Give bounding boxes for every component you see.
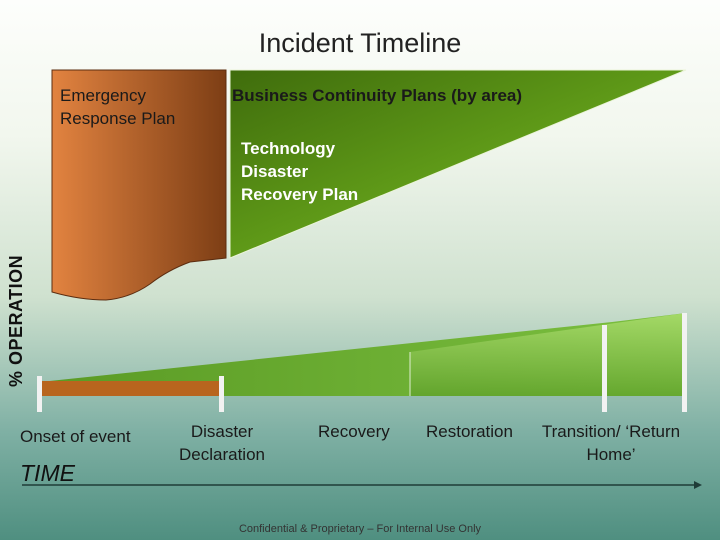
- page-title: Incident Timeline: [258, 28, 462, 58]
- footer-note: Confidential & Proprietary – For Interna…: [238, 523, 482, 535]
- business-continuity-shape: [229, 69, 687, 259]
- emergency-response-shape: [51, 69, 227, 301]
- transition-marker: [602, 325, 607, 412]
- y-axis-label: % OPERATION: [6, 254, 26, 387]
- end-marker: [682, 313, 687, 412]
- onset-marker: [37, 376, 42, 412]
- milestone-restoration: Restoration: [426, 422, 513, 441]
- milestone-transition: Transition/ ‘Return Home’: [541, 422, 681, 464]
- milestone-onset: Onset of event: [20, 427, 131, 446]
- business-plan-label: Business Continuity Plans (by area): [232, 86, 523, 105]
- milestone-declaration: Disaster Declaration: [179, 422, 265, 464]
- emergency-plan-label: Emergency Response Plan: [60, 86, 176, 128]
- milestone-recovery: Recovery: [318, 422, 390, 441]
- onset-bar: [40, 381, 220, 396]
- technology-plan-label: Technology Disaster Recovery Plan: [241, 139, 359, 204]
- declaration-marker: [219, 376, 224, 412]
- time-axis-arrow: [694, 481, 702, 489]
- recovery-band-highlight: [410, 313, 686, 396]
- x-axis-label: TIME: [20, 460, 75, 486]
